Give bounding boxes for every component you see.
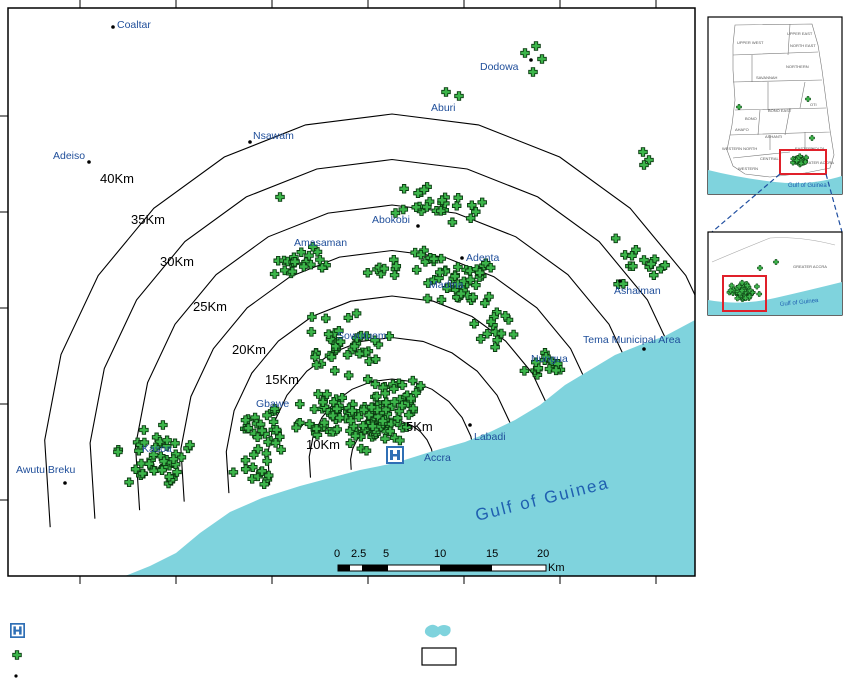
ring-label-20: 20Km [232, 342, 266, 357]
inset-region-western: WESTERN [738, 166, 758, 171]
ring-label-25: 25Km [193, 299, 227, 314]
ring-label-35: 35Km [131, 212, 165, 227]
legend-hospital-icon [10, 623, 25, 638]
legend [10, 623, 457, 678]
place-adeiso: Adeiso [53, 150, 85, 162]
place-awutu-breku: Awutu Breku [16, 464, 75, 476]
place-nungua: Nungua [531, 353, 568, 365]
inset-region-ahafo: AHAFO [735, 127, 749, 132]
inset-region-western-north: WESTERN NORTH [722, 146, 757, 151]
sea-area [125, 320, 695, 576]
inset-region-central: CENTRAL [760, 156, 779, 161]
place-labels: Coaltar Dodowa Aburi Nsawam Adeiso Aboko… [16, 19, 681, 485]
inset-bottom-region: GREATER ACCRA [793, 264, 827, 269]
scale-tick-20: 20 [537, 548, 549, 560]
distance-ring [225, 295, 559, 494]
inset-region-ashanti: ASHANTI [765, 134, 782, 139]
scale-bar: 0 2.5 5 10 15 20 Km [334, 548, 565, 574]
inset-top-sea-label: Gulf of Guinea [788, 183, 827, 189]
ring-label-10: 10Km [306, 437, 340, 452]
legend-point-icon [12, 650, 22, 660]
town-dot-icon [642, 347, 646, 351]
ring-labels: 5Km 10Km 15Km 20Km 25Km 30Km 35Km 40Km [100, 171, 433, 452]
town-dot-icon [618, 279, 622, 283]
inset-bottom-sea-label: Gulf of Guinea [780, 298, 820, 308]
inset-region-north-east: NORTH EAST [790, 43, 816, 48]
place-nsawam: Nsawam [253, 130, 294, 142]
inset-region-bono-east: BONO EAST [768, 108, 792, 113]
place-coaltar: Coaltar [117, 19, 151, 31]
place-amasaman: Amasaman [294, 237, 347, 249]
main-map-frame [7, 7, 696, 577]
scale-tick-10: 10 [434, 548, 446, 560]
inset-greater-accra: GREATER ACCRA Gulf of Guinea [707, 231, 843, 316]
legend-town-dot-icon [14, 674, 18, 678]
legend-boundary-icon [421, 647, 457, 666]
place-accra: Accra [424, 452, 451, 464]
place-ashaiman: Ashaiman [614, 285, 661, 297]
place-labadi: Labadi [474, 431, 506, 443]
ring-label-15: 15Km [265, 372, 299, 387]
inset-connectors [711, 173, 843, 233]
scale-tick-5: 5 [383, 548, 389, 560]
main-map-panel [8, 8, 695, 576]
inset-region-upper-east: UPPER EAST [787, 31, 813, 36]
ring-label-30: 30Km [160, 254, 194, 269]
ring-label-5: 5Km [406, 419, 433, 434]
inset-region-bono: BONO [745, 116, 757, 121]
inset-ghana: UPPER EAST UPPER WEST NORTH EAST NORTHER… [707, 16, 843, 195]
town-dot-icon [111, 25, 115, 29]
inset-region-greater-accra: GREATER ACCRA [800, 160, 834, 165]
place-sowutuom: Sowutuom [337, 330, 387, 342]
scale-tick-15: 15 [486, 548, 498, 560]
frame-ticks [0, 0, 657, 584]
distance-ring [44, 113, 695, 528]
place-adenta: Adenta [466, 252, 499, 264]
town-dot-icon [529, 58, 533, 62]
scale-tick-2-5: 2.5 [351, 548, 366, 560]
place-gbawe: Gbawe [256, 398, 289, 410]
inset-region-northern: NORTHERN [786, 64, 809, 69]
town-dot-icon [416, 224, 420, 228]
inset-region-upper-west: UPPER WEST [737, 40, 764, 45]
town-dot-icon [248, 140, 252, 144]
legend-sea-icon [424, 624, 451, 638]
scale-tick-0: 0 [334, 548, 340, 560]
place-abokobi: Abokobi [372, 214, 410, 226]
inset-region-savannah: SAVANNAH [756, 75, 778, 80]
scale-unit: Km [548, 562, 565, 574]
place-tema-municipal-area: Tema Municipal Area [583, 334, 681, 346]
ring-label-40: 40Km [100, 171, 134, 186]
inset-region-volta: VOLTA [812, 146, 825, 151]
place-dodowa: Dodowa [480, 61, 519, 73]
town-dot-icon [460, 256, 464, 260]
town-dot-icon [468, 423, 472, 427]
inset-region-oti: OTI [810, 102, 817, 107]
place-madina: Madina [429, 279, 464, 291]
hospital-icon [386, 446, 404, 464]
inset-region-eastern: EASTERN [795, 146, 814, 151]
town-dot-icon [87, 160, 91, 164]
place-aburi: Aburi [431, 102, 456, 114]
town-dot-icon [63, 481, 67, 485]
place-kasoa: Kasoa [142, 443, 172, 455]
